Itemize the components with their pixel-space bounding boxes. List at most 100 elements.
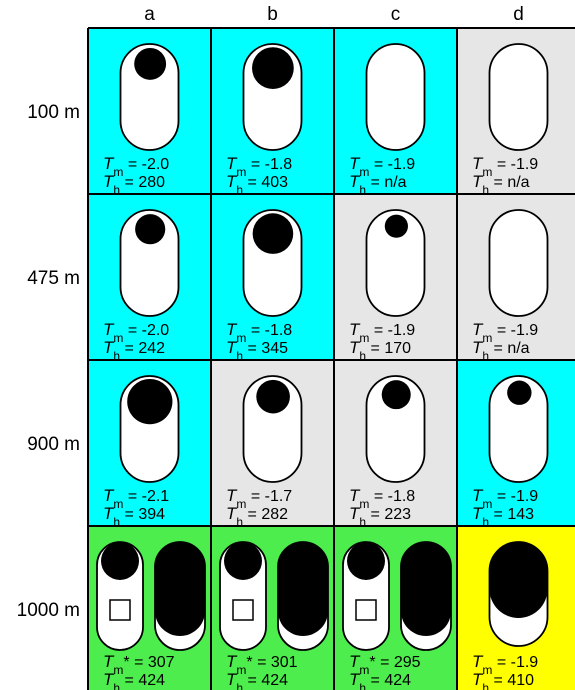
- th-label: Th = 223: [349, 504, 411, 529]
- tm-label: Tm = -1.8: [226, 154, 292, 179]
- row-label: 475 m: [27, 268, 80, 289]
- th-label: Th = 280: [103, 172, 165, 197]
- tm-value: = 295: [376, 654, 421, 671]
- th-subscript: h: [113, 183, 120, 197]
- tm-value: = -1.9: [492, 156, 538, 173]
- th-subscript: h: [359, 349, 366, 363]
- th-label: Th = n/a: [472, 338, 530, 363]
- tm-value: = -1.9: [369, 322, 415, 339]
- tm-subscript: m: [359, 497, 369, 511]
- th-symbol: T: [226, 504, 238, 523]
- tube-body: [366, 44, 425, 150]
- tm-symbol: T: [472, 486, 484, 505]
- cell-d-1: Tm = -1.9Th = n/a: [457, 194, 575, 363]
- tm-label: Tm* = 307: [103, 652, 175, 677]
- tm-symbol: T: [349, 320, 361, 339]
- tm-symbol: T: [349, 154, 361, 173]
- th-label: Th = 424: [349, 670, 411, 690]
- th-value: = 282: [243, 506, 288, 523]
- th-value: = 242: [120, 340, 165, 357]
- gas-bubble: [381, 380, 411, 410]
- th-subscript: h: [482, 515, 489, 529]
- th-subscript: h: [482, 681, 489, 690]
- tm-value: = -1.8: [369, 488, 415, 505]
- tm-value: = -2.0: [123, 156, 169, 173]
- th-subscript: h: [113, 681, 120, 690]
- th-symbol: T: [349, 670, 361, 689]
- tube-outline: [154, 541, 206, 651]
- tube-outline: [488, 209, 549, 317]
- th-symbol: T: [349, 172, 361, 191]
- sample-square: [109, 599, 131, 621]
- tm-value: = -1.9: [492, 488, 538, 505]
- tm-value: = -1.8: [246, 156, 292, 173]
- th-symbol: T: [349, 504, 361, 523]
- gas-column: [401, 542, 451, 636]
- cell-c-0: Tm = -1.9Th = n/a: [334, 28, 457, 197]
- th-value: = 424: [243, 672, 288, 689]
- tm-symbol: T: [103, 652, 115, 671]
- tm-label: Tm = -1.9: [349, 320, 415, 345]
- th-label: Th = n/a: [349, 172, 407, 197]
- sample-square: [232, 599, 254, 621]
- tm-label: Tm = -1.8: [226, 320, 292, 345]
- cell-c-2: Tm = -1.8Th = 223: [334, 360, 457, 529]
- tm-value: = 301: [253, 654, 298, 671]
- tm-star: *: [369, 654, 375, 671]
- th-value: = n/a: [366, 174, 407, 191]
- tm-symbol: T: [472, 154, 484, 173]
- tm-label: Tm = -1.9: [349, 154, 415, 179]
- th-symbol: T: [472, 172, 484, 191]
- tm-symbol: T: [226, 154, 238, 173]
- sample-square: [355, 599, 377, 621]
- tm-symbol: T: [472, 320, 484, 339]
- cell-d-3: Tm = -1.9Th = 410: [457, 526, 575, 690]
- th-value: = 280: [120, 174, 165, 191]
- tm-value: = 307: [130, 654, 175, 671]
- tube-body: [120, 210, 179, 316]
- cell-b-0: Tm = -1.8Th = 403: [211, 28, 334, 197]
- tube-outline: [400, 541, 452, 651]
- tm-subscript: m: [359, 165, 369, 179]
- tube-outline: [219, 541, 267, 651]
- tm-subscript: m: [236, 663, 246, 677]
- gas-column: [489, 542, 548, 618]
- tm-symbol: T: [103, 154, 115, 173]
- th-label: Th = 424: [103, 670, 165, 690]
- th-value: = 345: [243, 340, 288, 357]
- th-label: Th = 282: [226, 504, 288, 529]
- th-label: Th = 170: [349, 338, 411, 363]
- tm-value: = -1.9: [492, 322, 538, 339]
- tm-symbol: T: [226, 486, 238, 505]
- tube-outline: [242, 43, 303, 151]
- tm-subscript: m: [236, 165, 246, 179]
- th-subscript: h: [113, 515, 120, 529]
- gas-bubble: [256, 379, 290, 414]
- tm-subscript: m: [113, 497, 123, 511]
- th-value: = 424: [120, 672, 165, 689]
- tm-star: *: [246, 654, 252, 671]
- th-value: = n/a: [489, 340, 530, 357]
- tube-outline: [488, 43, 549, 151]
- gas-bubble: [127, 378, 173, 425]
- th-subscript: h: [236, 515, 243, 529]
- gas-bubble: [507, 380, 532, 405]
- tm-subscript: m: [359, 331, 369, 345]
- th-value: = 223: [366, 506, 411, 523]
- tm-label: Tm = -1.9: [472, 486, 538, 511]
- tube-outline: [119, 375, 180, 483]
- th-label: Th = 242: [103, 338, 165, 363]
- th-subscript: h: [236, 681, 243, 690]
- tm-label: Tm = -1.8: [349, 486, 415, 511]
- tube-body: [489, 44, 548, 150]
- th-subscript: h: [482, 183, 489, 197]
- gas-bubble: [252, 213, 294, 254]
- tm-symbol: T: [103, 486, 115, 505]
- tm-label: Tm = -1.9: [472, 320, 538, 345]
- tm-subscript: m: [236, 331, 246, 345]
- tube-outline: [365, 43, 426, 151]
- gas-bubble: [252, 47, 294, 89]
